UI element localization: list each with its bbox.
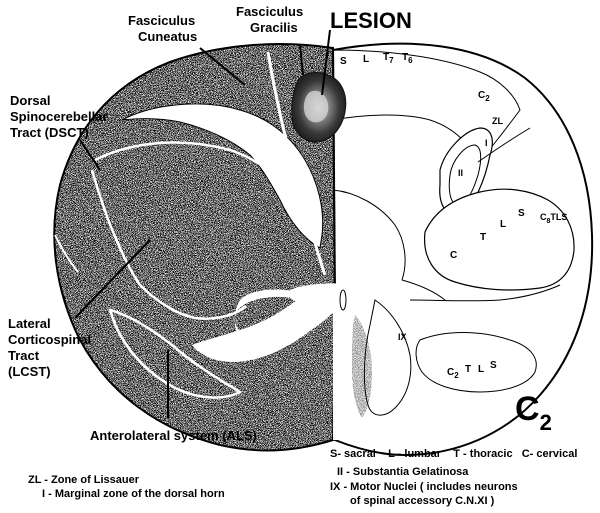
anterior-median-fissure [333, 300, 338, 440]
label-ventral-t: T [465, 364, 471, 375]
legend-motor-1: IX - Motor Nuclei ( includes neurons [330, 481, 518, 493]
label-lcst-1: Lateral [8, 316, 51, 331]
label-ventral-c2: C2 [447, 367, 459, 380]
label-motor-ix: IX [398, 332, 407, 342]
central-canal [339, 289, 347, 311]
label-dsct-l: L [500, 219, 506, 230]
ventral-tract-outline [415, 332, 537, 393]
leader-cuneatus [199, 47, 246, 86]
left-dorsal-horn [121, 103, 324, 249]
label-als: Anterolateral system (ALS) [90, 428, 257, 443]
label-lesion: LESION [330, 8, 412, 33]
label-dsct-t: T [480, 232, 486, 243]
label-dsct-2: Spinocerebellar [10, 109, 108, 124]
dsct-boundary [94, 141, 302, 206]
lesion-mark [291, 72, 347, 143]
label-dsct-s: S [518, 208, 525, 219]
legend-substantia: II - Substantia Gelatinosa [337, 466, 469, 478]
label-level-c2: C2 [515, 390, 552, 435]
legend-zl: ZL - Zone of Lissauer [28, 474, 140, 486]
legend-marginal: I - Marginal zone of the dorsal horn [42, 488, 225, 500]
zl-line [477, 127, 531, 163]
label-substantia-ii: II [458, 168, 463, 178]
dorsal-horn-right-outline [332, 49, 521, 163]
leader-dsct [79, 139, 101, 171]
ventral-lines [54, 234, 79, 273]
label-ventral-l: L [478, 364, 484, 375]
label-dorsal-l: L [363, 54, 369, 65]
label-lcst-2: Corticospinal [8, 332, 91, 347]
dorsal-lateral-line [332, 189, 406, 281]
dorsal-lateral-line-2 [401, 279, 446, 301]
legend-segments: S- sacral L - lumbar T - thoracic C- cer… [330, 448, 577, 460]
label-fasciculus-gracilis-2: Gracilis [250, 20, 298, 35]
label-dsct-c: C [450, 250, 457, 261]
label-lcst-3: Tract [8, 348, 40, 363]
lcst-boundary [90, 169, 247, 320]
leader-gracilis [299, 43, 304, 76]
motor-nuclei-stipple [352, 315, 372, 418]
label-marginal-i: I [485, 138, 488, 148]
leader-lesion [321, 29, 331, 96]
label-dorsal-t6: T6 [402, 52, 413, 65]
legend-motor-2: of spinal accessory C.N.XI ) [350, 495, 495, 507]
als-boundary [108, 308, 243, 399]
label-dsct-c8tls: C8TLS [540, 212, 567, 225]
label-ventral-s: S [490, 360, 497, 371]
dsct-region-outline [423, 188, 575, 291]
leader-lcst [74, 239, 151, 319]
left-ventral-horn [192, 290, 336, 362]
label-zl: ZL [492, 116, 503, 126]
label-c2-dorsal: C2 [478, 90, 490, 103]
central-gray-commissure [290, 283, 371, 312]
label-dorsal-s: S [340, 56, 347, 67]
substantia-gelatinosa-outline [448, 144, 482, 206]
label-fasciculus-cuneatus-1: Fasciculus [128, 13, 195, 28]
label-fasciculus-cuneatus-2: Cuneatus [138, 29, 197, 44]
label-fasciculus-gracilis-1: Fasciculus [236, 4, 303, 19]
lateral-boundary-line [409, 284, 561, 302]
label-lcst-4: (LCST) [8, 364, 51, 379]
intermediate-septum [266, 51, 327, 276]
label-dsct-3: Tract (DSCT) [10, 125, 89, 140]
label-dsct-1: Dorsal [10, 93, 50, 108]
label-dorsal-t7: T7 [383, 52, 394, 65]
